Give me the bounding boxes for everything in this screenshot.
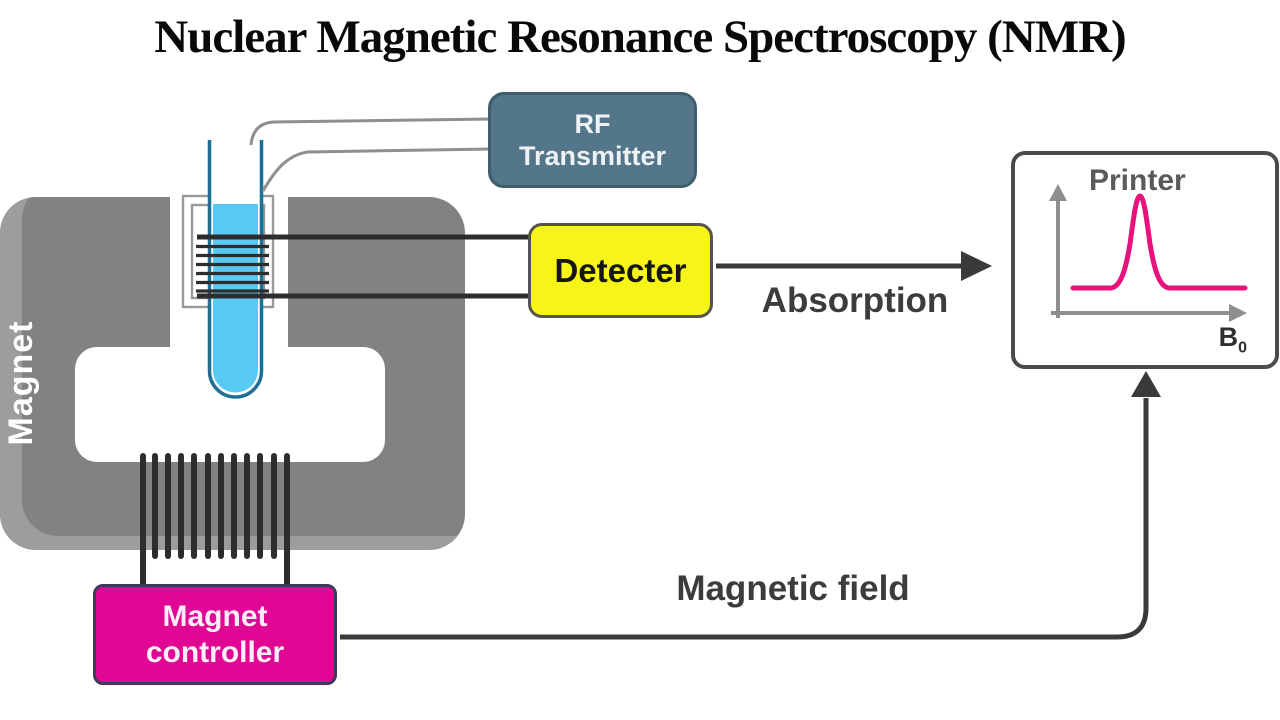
magnet-label: Magnet — [2, 320, 40, 446]
detector-box: Detecter — [528, 223, 713, 318]
rf-transmitter-wires — [249, 117, 493, 192]
magnet-sample-slot — [170, 197, 288, 355]
printer-label: Printer — [1089, 164, 1186, 197]
rf-transmitter-box: RF Transmitter — [488, 92, 697, 188]
absorption-arrow — [716, 251, 992, 281]
detector-label: Detecter — [554, 251, 687, 289]
magnet-controller-box: Magnet controller — [93, 584, 337, 685]
b0-axis-label: B0 — [1218, 321, 1247, 356]
printer-box: Printer B0 — [1011, 151, 1279, 369]
absorption-label: Absorption — [761, 281, 949, 320]
page-title: Nuclear Magnetic Resonance Spectroscopy … — [154, 11, 1126, 63]
rf-transmitter-label-line1: RF — [574, 109, 611, 139]
magnet-cavity — [75, 347, 385, 462]
magnet-controller-label-line1: Magnet — [162, 599, 268, 633]
magnetic-field-label: Magnetic field — [676, 569, 910, 608]
rf-transmitter-label-line2: Transmitter — [518, 141, 667, 171]
magnet-controller-label-line2: controller — [145, 635, 285, 669]
